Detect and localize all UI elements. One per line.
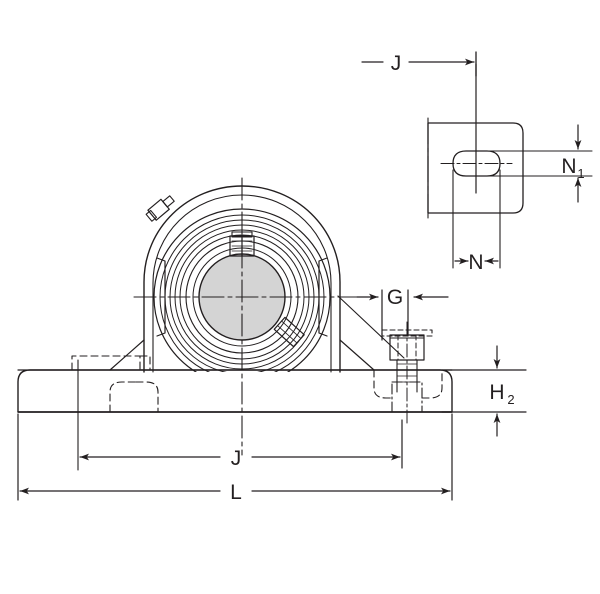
web-right: [339, 339, 375, 371]
web-left: [109, 339, 145, 371]
dim-label-n1: N: [561, 155, 576, 178]
dim-label-h2-subscript: 2: [507, 392, 514, 407]
top-view-group: [361, 51, 593, 269]
j-base-dimension-group: [79, 419, 403, 469]
grease-fitting: [145, 195, 175, 222]
top-view-outline: [427, 122, 524, 214]
seal-notch-left: [156, 257, 166, 337]
dim-label-j-base: J: [231, 447, 242, 470]
dim-label-n1-subscript: 1: [577, 166, 584, 181]
l-dimension-group: [17, 413, 453, 501]
g-leader-from-housing: [337, 295, 405, 359]
dim-label-g: G: [387, 286, 403, 309]
dim-label-l: L: [230, 481, 242, 504]
dim-label-n: N: [468, 251, 483, 274]
dimension-labels: J N 1 N G H 2 J L: [230, 52, 584, 504]
dim-label-h2: H: [489, 381, 504, 404]
foot-hidden-left-2: [139, 355, 151, 371]
foot-hidden-left: [71, 355, 141, 371]
dim-label-j-top: J: [391, 52, 402, 75]
bolt-assembly-right: [373, 321, 443, 425]
base-pad-step-line: [109, 381, 137, 413]
g-dimension-group: [337, 289, 449, 359]
base-pad-step-line-2: [135, 381, 159, 413]
angled-set-screw: [273, 316, 305, 348]
h2-dimension-group: [441, 345, 527, 437]
front-view-group: [17, 177, 453, 471]
base-outline: [17, 369, 453, 413]
